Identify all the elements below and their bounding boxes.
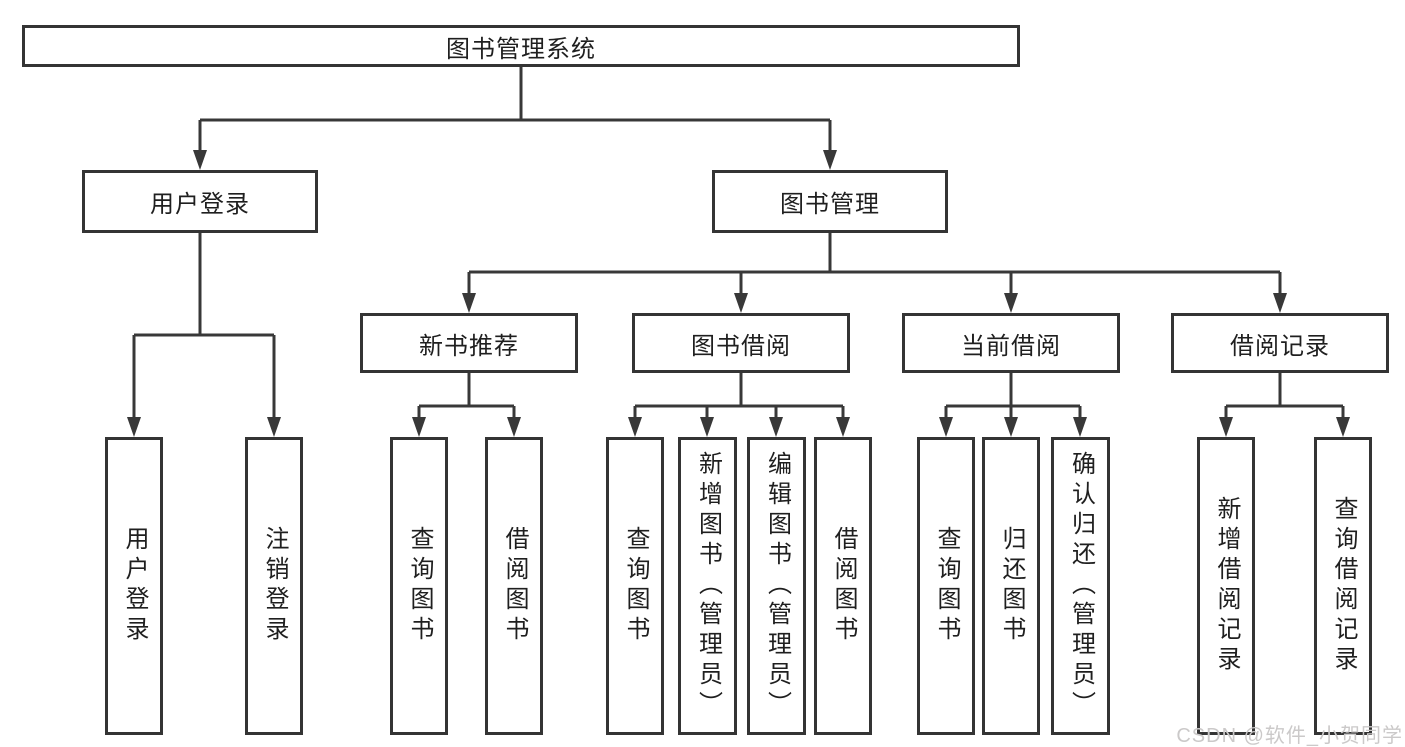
node-new-book-recommend-label: 新书推荐: [419, 332, 519, 360]
leaf-label: 用户登录: [121, 526, 148, 646]
node-book-management-label: 图书管理: [780, 191, 880, 218]
node-current-borrow: 当前借阅: [902, 313, 1120, 373]
arrow-down-icon: [1273, 293, 1287, 313]
leaf-label: 查询图书: [622, 526, 649, 646]
node-user-login-label: 用户登录: [150, 191, 250, 218]
arrow-down-icon: [1336, 417, 1350, 437]
arrow-down-icon: [823, 150, 837, 170]
arrow-down-icon: [412, 417, 426, 437]
leaf-query-book-current: 查询图书: [917, 437, 975, 735]
leaf-label: 借阅图书: [830, 526, 857, 646]
leaf-user-login: 用户登录: [105, 437, 163, 735]
node-borrow-record: 借阅记录: [1171, 313, 1389, 373]
node-book-borrow: 图书借阅: [632, 313, 850, 373]
leaf-borrow-book-recommend: 借阅图书: [485, 437, 543, 735]
arrow-down-icon: [1073, 417, 1087, 437]
node-borrow-record-label: 借阅记录: [1230, 332, 1330, 360]
arrow-down-icon: [1004, 417, 1018, 437]
leaf-edit-book-admin: 编辑图书（管理员）: [747, 437, 806, 735]
leaf-label: 查询图书: [406, 526, 433, 646]
leaf-label: 编辑图书（管理员）: [763, 451, 791, 721]
leaf-label: 归还图书: [998, 526, 1025, 646]
leaf-label: 注销登录: [261, 526, 288, 646]
arrow-down-icon: [1219, 417, 1233, 437]
leaf-label: 查询图书: [933, 526, 960, 646]
leaf-add-borrow-record: 新增借阅记录: [1197, 437, 1255, 735]
node-current-borrow-label: 当前借阅: [961, 332, 1061, 360]
node-root-label: 图书管理系统: [446, 35, 596, 63]
node-user-login: 用户登录: [82, 170, 318, 233]
leaf-label: 新增借阅记录: [1213, 496, 1240, 676]
node-book-borrow-label: 图书借阅: [691, 332, 791, 360]
arrow-down-icon: [193, 150, 207, 170]
arrow-down-icon: [769, 417, 783, 437]
arrow-down-icon: [628, 417, 642, 437]
leaf-query-book-borrow: 查询图书: [606, 437, 664, 735]
leaf-label: 新增图书（管理员）: [694, 451, 722, 721]
arrow-down-icon: [462, 293, 476, 313]
leaf-logout: 注销登录: [245, 437, 303, 735]
arrow-down-icon: [127, 417, 141, 437]
arrow-down-icon: [1004, 293, 1018, 313]
node-book-management: 图书管理: [712, 170, 948, 233]
leaf-add-book-admin: 新增图书（管理员）: [678, 437, 737, 735]
arrow-down-icon: [507, 417, 521, 437]
node-new-book-recommend: 新书推荐: [360, 313, 578, 373]
arrow-down-icon: [700, 417, 714, 437]
leaf-query-book-recommend: 查询图书: [390, 437, 448, 735]
leaf-borrow-book: 借阅图书: [814, 437, 872, 735]
leaf-confirm-return-admin: 确认归还（管理员）: [1051, 437, 1110, 735]
arrow-down-icon: [939, 417, 953, 437]
node-root: 图书管理系统: [22, 25, 1020, 67]
arrow-down-icon: [267, 417, 281, 437]
watermark: CSDN @软件_小贺同学: [1176, 725, 1403, 747]
leaf-label: 借阅图书: [501, 526, 528, 646]
arrow-down-icon: [734, 293, 748, 313]
arrow-down-icon: [836, 417, 850, 437]
leaf-query-borrow-record: 查询借阅记录: [1314, 437, 1372, 735]
leaf-label: 确认归还（管理员）: [1067, 451, 1095, 721]
leaf-label: 查询借阅记录: [1330, 496, 1357, 676]
leaf-return-book: 归还图书: [982, 437, 1040, 735]
